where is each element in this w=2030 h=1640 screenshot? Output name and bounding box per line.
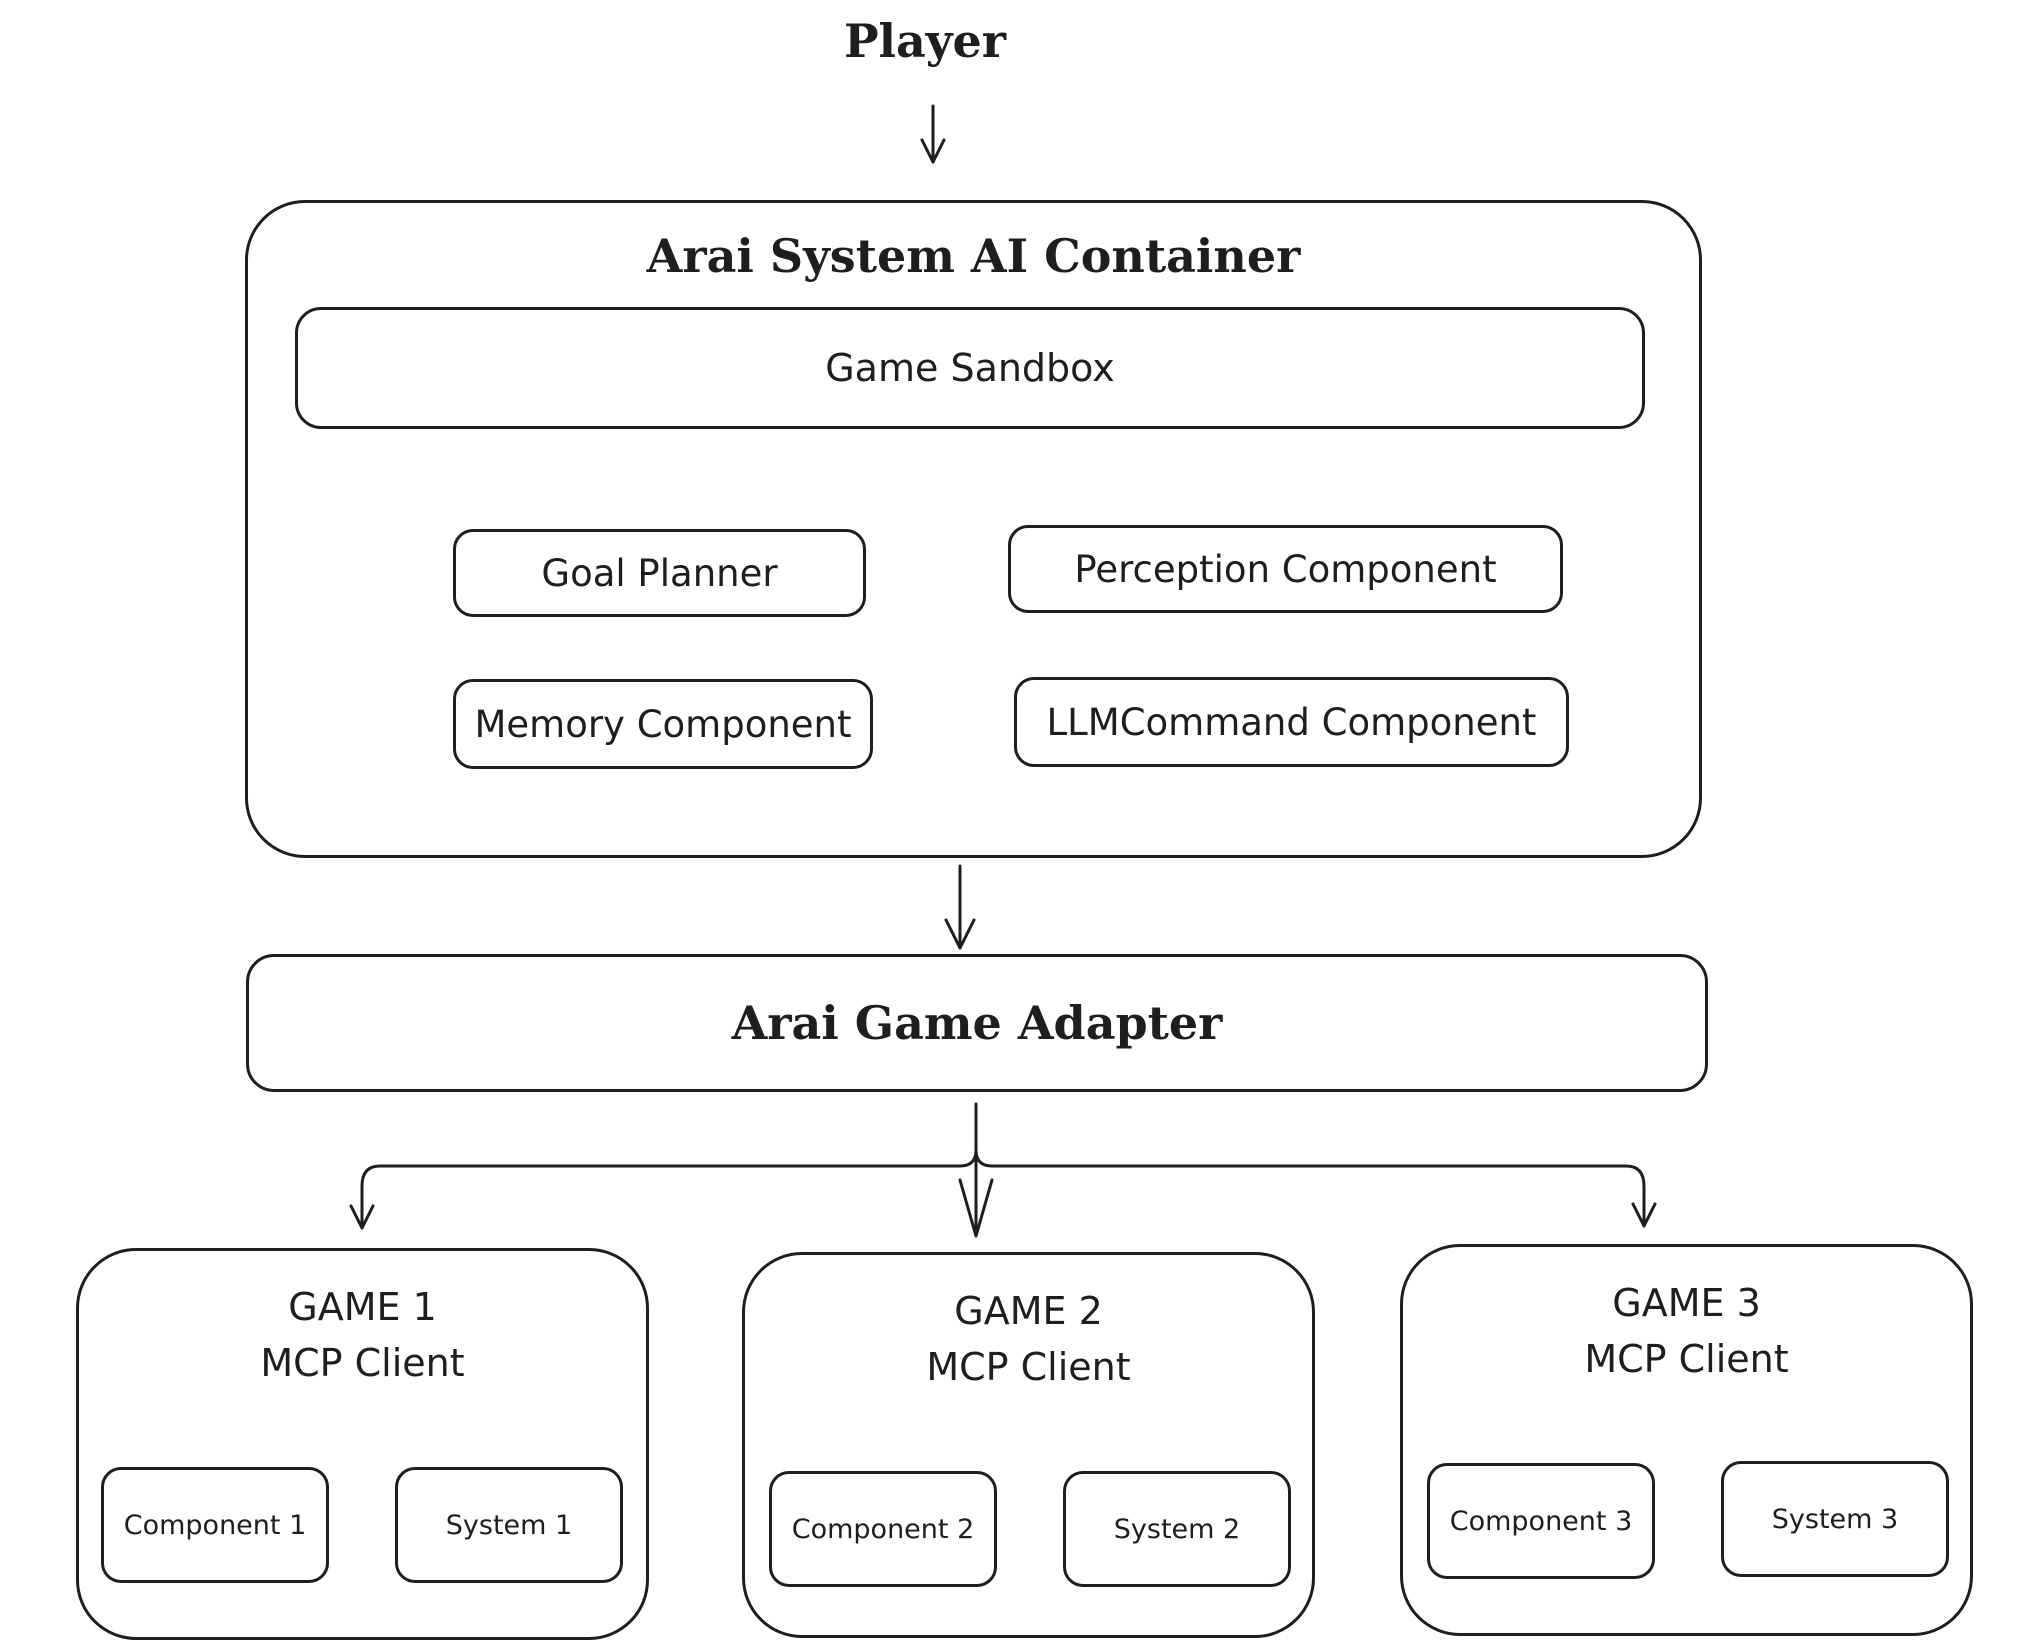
game-adapter-title: Arai Game Adapter — [731, 996, 1223, 1050]
goal-planner-label: Goal Planner — [541, 551, 778, 595]
arrow-adapter-to-games — [349, 1102, 1657, 1238]
game-2-component-label: Component 2 — [791, 1513, 975, 1545]
game-1-system-box: System 1 — [395, 1467, 623, 1583]
game-3-component-box: Component 3 — [1427, 1463, 1655, 1579]
game-2-box: GAME 2 MCP Client Component 2 System 2 — [742, 1252, 1315, 1638]
ai-container-title: Arai System AI Container — [646, 229, 1301, 283]
game-sandbox: Game Sandbox — [295, 307, 1645, 429]
perception-component-box: Perception Component — [1008, 525, 1563, 613]
game-3-component-label: Component 3 — [1449, 1505, 1633, 1537]
ai-container: Arai System AI Container Game Sandbox Go… — [245, 200, 1702, 858]
game-adapter: Arai Game Adapter — [246, 954, 1708, 1092]
game-2-system-label: System 2 — [1113, 1513, 1241, 1545]
game-1-system-label: System 1 — [445, 1509, 573, 1541]
game-sandbox-label: Game Sandbox — [825, 346, 1115, 390]
game-2-subtitle: MCP Client — [926, 1345, 1131, 1389]
game-1-title: GAME 1 — [288, 1285, 437, 1329]
game-1-box: GAME 1 MCP Client Component 1 System 1 — [76, 1248, 649, 1640]
game-1-component-label: Component 1 — [123, 1509, 307, 1541]
memory-component-box: Memory Component — [453, 679, 873, 769]
game-3-box: GAME 3 MCP Client Component 3 System 3 — [1400, 1244, 1973, 1636]
game-1-subtitle: MCP Client — [260, 1341, 465, 1385]
llmcommand-component-label: LLMCommand Component — [1046, 700, 1537, 744]
player-label: Player — [843, 14, 1007, 68]
arrow-player-to-container — [920, 104, 946, 164]
game-3-title: GAME 3 — [1612, 1281, 1761, 1325]
game-2-component-box: Component 2 — [769, 1471, 997, 1587]
arrow-container-to-adapter — [944, 864, 976, 950]
perception-component-label: Perception Component — [1074, 547, 1497, 591]
game-3-subtitle: MCP Client — [1584, 1337, 1789, 1381]
game-1-component-box: Component 1 — [101, 1467, 329, 1583]
game-3-system-box: System 3 — [1721, 1461, 1949, 1577]
game-2-system-box: System 2 — [1063, 1471, 1291, 1587]
game-3-system-label: System 3 — [1771, 1503, 1899, 1535]
goal-planner-box: Goal Planner — [453, 529, 866, 617]
llmcommand-component-box: LLMCommand Component — [1014, 677, 1569, 767]
game-2-title: GAME 2 — [954, 1289, 1103, 1333]
memory-component-label: Memory Component — [474, 702, 852, 746]
